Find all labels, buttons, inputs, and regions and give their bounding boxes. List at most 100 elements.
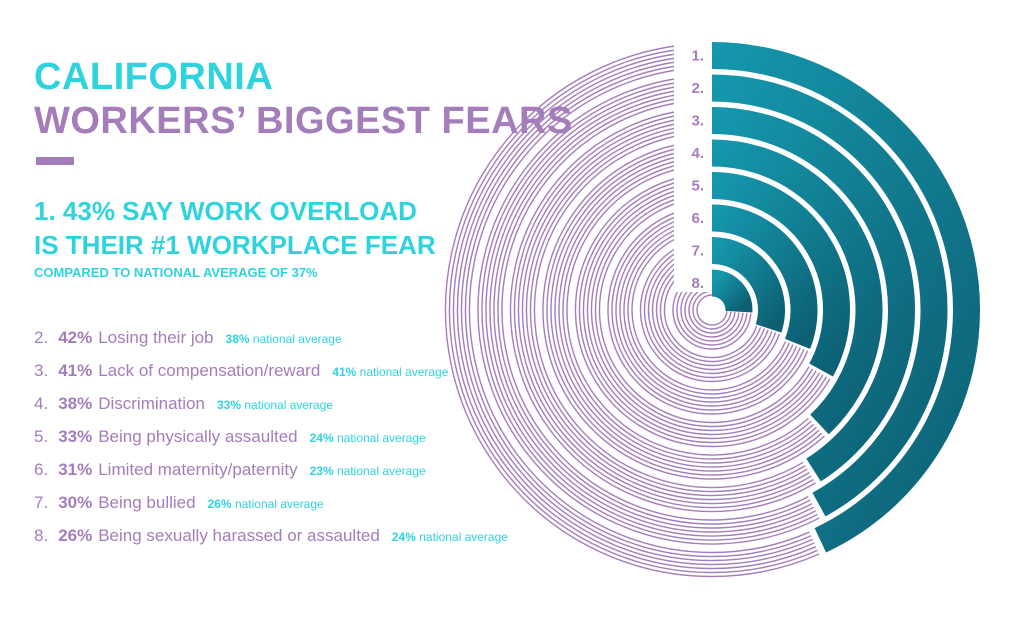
ring-line xyxy=(574,172,831,448)
ring-line xyxy=(464,62,812,558)
fear-label: Lack of compensation/reward xyxy=(98,361,321,380)
ring-label-6: 6. xyxy=(691,210,704,227)
ring-4-california-arc xyxy=(711,139,883,435)
ring-label-4: 4. xyxy=(691,145,704,162)
ring-1-remainder-lines xyxy=(444,42,820,578)
fear-item-6: 6. 31% Limited maternity/paternity 23% n… xyxy=(34,460,508,493)
national-percent: 24% xyxy=(391,530,416,544)
ring-3-california-arc xyxy=(711,107,915,482)
fear-label: Losing their job xyxy=(98,328,214,347)
fear-item-5: 5. 33% Being physically assaulted 24% na… xyxy=(34,427,508,460)
ring-line xyxy=(619,217,798,403)
ring-line xyxy=(566,164,809,456)
fear-label: Discrimination xyxy=(98,394,205,413)
ring-line xyxy=(615,213,801,407)
fear-national-average: 41% national average xyxy=(332,365,448,379)
top-fear-line-2: IS THEIR #1 WORKPLACE FEAR xyxy=(34,230,436,260)
ring-line xyxy=(529,127,806,493)
fear-item-7: 7. 30% Being bullied 26% national averag… xyxy=(34,493,508,526)
ring-line xyxy=(607,205,809,415)
ring-line xyxy=(639,237,781,383)
fear-percent: 30% xyxy=(58,493,93,512)
ring-8 xyxy=(672,269,753,350)
ring-7-california-arc xyxy=(711,237,785,333)
ring-label-1: 1. xyxy=(691,48,704,65)
fear-percent: 38% xyxy=(58,394,93,413)
ring-line xyxy=(590,188,817,432)
fear-item-8: 8. 26% Being sexually harassed or assaul… xyxy=(34,526,508,559)
ring-line xyxy=(533,131,804,489)
ring-line xyxy=(550,148,820,472)
national-percent: 38% xyxy=(225,332,250,346)
fear-percent: 26% xyxy=(58,526,93,545)
national-percent: 23% xyxy=(309,464,334,478)
ring-line xyxy=(623,221,794,399)
ring-line xyxy=(578,176,828,444)
ring-line xyxy=(444,42,820,578)
fear-item-2: 2. 42% Losing their job 38% national ave… xyxy=(34,328,508,361)
national-percent: 33% xyxy=(216,398,241,412)
ring-line xyxy=(562,160,812,460)
fear-rank: 8. xyxy=(34,526,49,545)
ring-line xyxy=(456,54,815,566)
ring-line xyxy=(521,119,810,501)
ring-line xyxy=(542,140,825,480)
ring-6-remainder-lines xyxy=(607,205,809,415)
ring-1 xyxy=(444,42,980,578)
ring-label-2: 2. xyxy=(691,80,704,97)
national-percent: 26% xyxy=(207,497,232,511)
ring-line xyxy=(452,50,817,570)
ring-line xyxy=(468,66,810,554)
fear-national-average: 24% national average xyxy=(392,530,508,544)
national-suffix: national average xyxy=(252,332,342,346)
fear-rank: 5. xyxy=(34,427,49,446)
ring-5-remainder-lines xyxy=(574,172,831,448)
ring-line xyxy=(611,209,805,411)
national-suffix: national average xyxy=(419,530,508,544)
ring-7 xyxy=(639,237,785,383)
ring-line xyxy=(497,95,811,525)
fear-percent: 33% xyxy=(58,427,93,446)
ring-line xyxy=(493,91,813,529)
national-suffix: national average xyxy=(244,398,334,412)
ring-3-remainder-lines xyxy=(509,107,816,513)
fear-percent: 42% xyxy=(58,328,93,347)
ring-label-layer: 1.2.3.4.5.6.7.8. xyxy=(691,48,704,293)
ring-line xyxy=(696,294,728,326)
ring-2 xyxy=(477,74,948,545)
national-suffix: national average xyxy=(336,464,426,478)
ring-label-3: 3. xyxy=(691,113,704,130)
fear-percent: 31% xyxy=(58,460,93,479)
fear-rank: 3. xyxy=(34,361,49,380)
ring-line xyxy=(582,180,824,440)
ring-line xyxy=(485,83,816,537)
ring-label-7: 7. xyxy=(691,243,704,260)
ring-line xyxy=(525,123,808,497)
ring-line xyxy=(481,79,818,541)
fear-national-average: 26% national average xyxy=(208,497,324,511)
fear-percent: 41% xyxy=(58,361,93,380)
national-percent: 41% xyxy=(332,365,357,379)
ring-line xyxy=(477,75,820,545)
fear-rank: 4. xyxy=(34,394,49,413)
fear-rank: 2. xyxy=(34,328,49,347)
title-line-2: WORKERS’ BIGGEST FEARS xyxy=(34,100,573,142)
ring-line xyxy=(627,225,790,395)
ring-6-california-arc xyxy=(711,204,818,349)
label-column-background xyxy=(674,40,712,292)
ring-line xyxy=(448,46,818,574)
ring-1-california-arc xyxy=(711,42,980,553)
ring-5-california-arc xyxy=(711,172,850,377)
fear-rank: 7. xyxy=(34,493,49,512)
fear-national-average: 33% national average xyxy=(217,398,333,412)
fear-national-average: 23% national average xyxy=(310,464,426,478)
ring-line xyxy=(643,241,777,379)
ring-8-california-arc xyxy=(711,269,753,313)
ring-line xyxy=(489,87,815,533)
ring-line xyxy=(647,245,773,375)
ring-4-remainder-lines xyxy=(542,140,825,480)
national-percent: 24% xyxy=(309,431,334,445)
ring-6 xyxy=(607,204,818,415)
ring-line xyxy=(517,115,812,505)
